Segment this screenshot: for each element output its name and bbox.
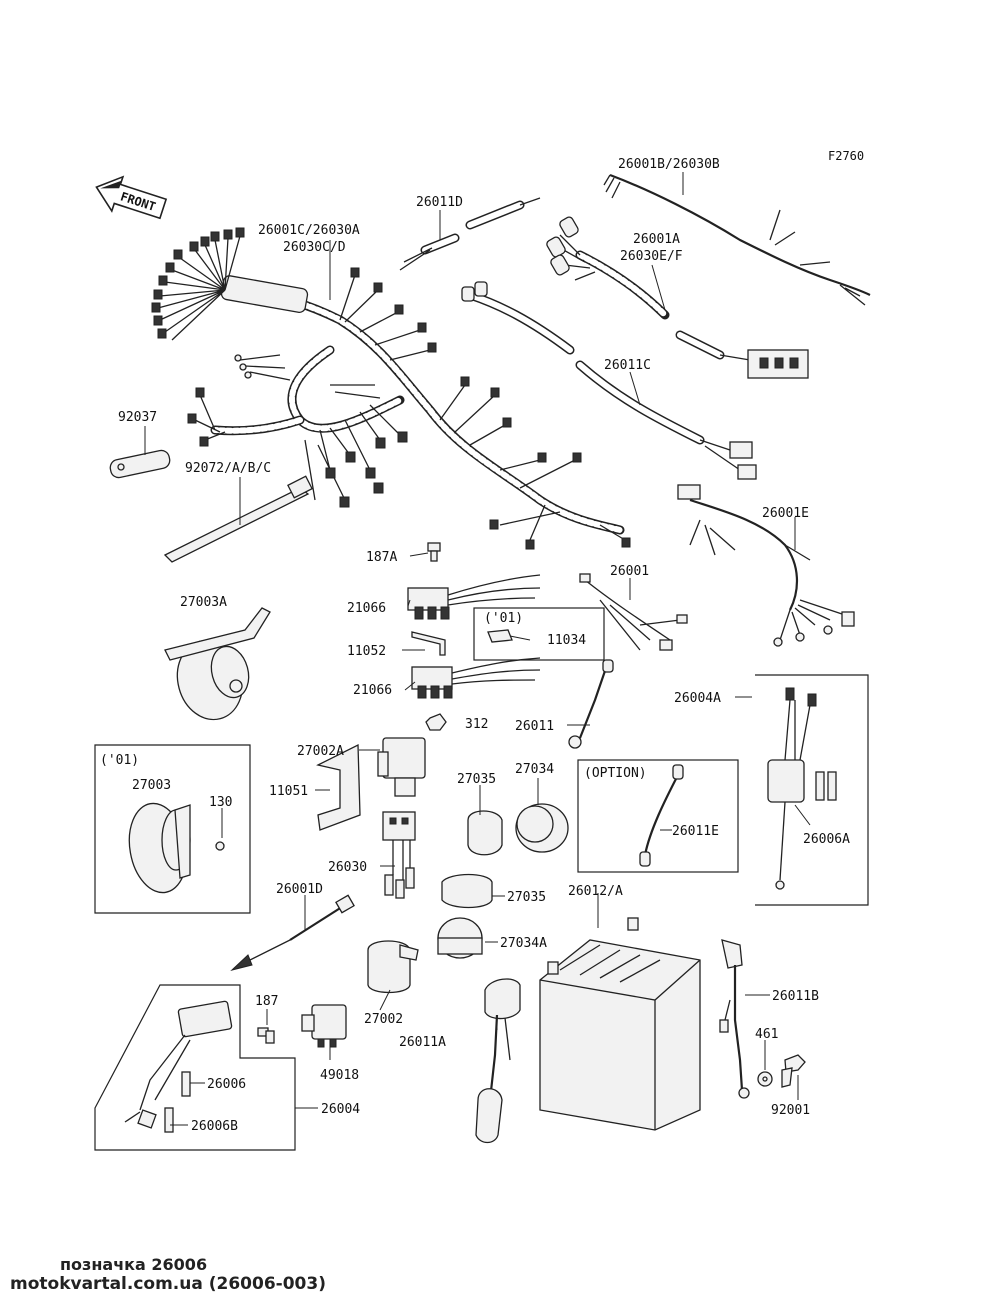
label-27002: 27002 (364, 1012, 403, 1027)
harness-26011d (399, 197, 541, 271)
horn-27003a (164, 607, 271, 721)
label-26001: 26001 (610, 564, 649, 579)
label-49018: 49018 (320, 1068, 359, 1083)
label-27034a: 27034A (500, 936, 547, 951)
label-26004: 26004 (321, 1102, 360, 1117)
box-option (577, 759, 739, 873)
cable-26011e (639, 764, 684, 867)
label-01-a: ('01) (484, 611, 523, 626)
label-27035-mid: 27035 (507, 890, 546, 905)
harness-26001e (677, 484, 855, 647)
battery-26012a (539, 917, 701, 1131)
regulator-21066-top (407, 574, 541, 620)
label-92037: 92037 (118, 410, 157, 425)
bolt-92001 (781, 1054, 806, 1088)
label-26012-a: 26012/A (568, 884, 623, 899)
harness-26001a (546, 216, 809, 379)
label-92072-a-b-c: 92072/A/B/C (185, 461, 271, 476)
box-01-11034 (473, 607, 605, 661)
label-27034: 27034 (515, 762, 554, 777)
label-option: (OPTION) (584, 766, 647, 781)
label-461: 461 (755, 1027, 778, 1042)
relay-27002 (367, 940, 419, 994)
label-27003: 27003 (132, 778, 171, 793)
connector-26030 (382, 811, 416, 899)
box-26004 (94, 984, 296, 1151)
clip-11034 (487, 629, 513, 643)
figure-code: F2760 (828, 149, 864, 163)
box-01-27003 (94, 744, 251, 914)
relay-27002a (377, 737, 426, 797)
regulator-21066-bottom (411, 657, 541, 699)
box-26004a (755, 674, 869, 906)
label-11051: 11051 (269, 784, 308, 799)
label-27003a: 27003A (180, 595, 227, 610)
part-92037 (109, 449, 171, 479)
label-312: 312 (465, 717, 488, 732)
label-26004a: 26004A (674, 691, 721, 706)
relay-49018 (301, 1004, 347, 1048)
bolt-187a (427, 542, 441, 562)
label-26030e-f: 26030E/F (620, 249, 683, 264)
cable-tie-92072 (163, 475, 313, 563)
part-26004a (767, 687, 837, 890)
label-26011c: 26011C (604, 358, 651, 373)
caption-source: motokvartal.com.ua (26006-003) (10, 1274, 326, 1294)
label-26030c-d: 26030C/D (283, 240, 346, 255)
cable-26011b (719, 939, 750, 1099)
cable-26011 (568, 659, 614, 749)
harness-26001b (603, 173, 871, 306)
buzzer-27034a (437, 917, 483, 959)
label-26011a: 26011A (399, 1035, 446, 1050)
label-26011b: 26011B (772, 989, 819, 1004)
label-27035-top: 27035 (457, 772, 496, 787)
harness-26001 (579, 573, 688, 651)
label-26001d: 26001D (276, 882, 323, 897)
label-11034: 11034 (547, 633, 586, 648)
label-26030: 26030 (328, 860, 367, 875)
probe-26001d (230, 894, 355, 971)
label-130: 130 (209, 795, 232, 810)
label-187: 187 (255, 994, 278, 1009)
label-187a: 187A (366, 550, 397, 565)
harness-26011c (461, 281, 757, 480)
label-92001: 92001 (771, 1103, 810, 1118)
label-26006b: 26006B (191, 1119, 238, 1134)
bracket-11052 (411, 631, 446, 656)
label-01-b: ('01) (100, 753, 139, 768)
part-labels: 26001B/26030B 26011D 26001C/26030A 26030… (100, 157, 850, 1134)
screw-187 (257, 1027, 275, 1044)
leader-lines (144, 172, 811, 1126)
label-26011e: 26011E (672, 824, 719, 839)
label-21066-top: 21066 (347, 601, 386, 616)
nut-312 (425, 713, 447, 731)
washer-461 (757, 1071, 773, 1087)
horn-27003 (128, 802, 225, 894)
clamp-27035-mid (441, 873, 493, 909)
label-26011: 26011 (515, 719, 554, 734)
label-26006a: 26006A (803, 832, 850, 847)
front-arrow-icon: FRONT (95, 175, 168, 220)
buzzer-27034 (515, 803, 569, 853)
main-harness (151, 227, 631, 550)
label-26001b-26030b: 26001B/26030B (618, 157, 720, 172)
cable-26011a (475, 978, 521, 1144)
label-11052: 11052 (347, 644, 386, 659)
label-27002a: 27002A (297, 744, 344, 759)
label-26011d: 26011D (416, 195, 463, 210)
clamp-27035-top (467, 810, 503, 856)
label-26001e: 26001E (762, 506, 809, 521)
bracket-11051 (316, 743, 361, 831)
part-26004 (124, 1000, 233, 1133)
label-21066-bottom: 21066 (353, 683, 392, 698)
caption-part-ref: позначка 26006 (60, 1255, 208, 1274)
label-26001c-26030a: 26001C/26030A (258, 223, 360, 238)
label-26001a: 26001A (633, 232, 680, 247)
label-26006: 26006 (207, 1077, 246, 1092)
